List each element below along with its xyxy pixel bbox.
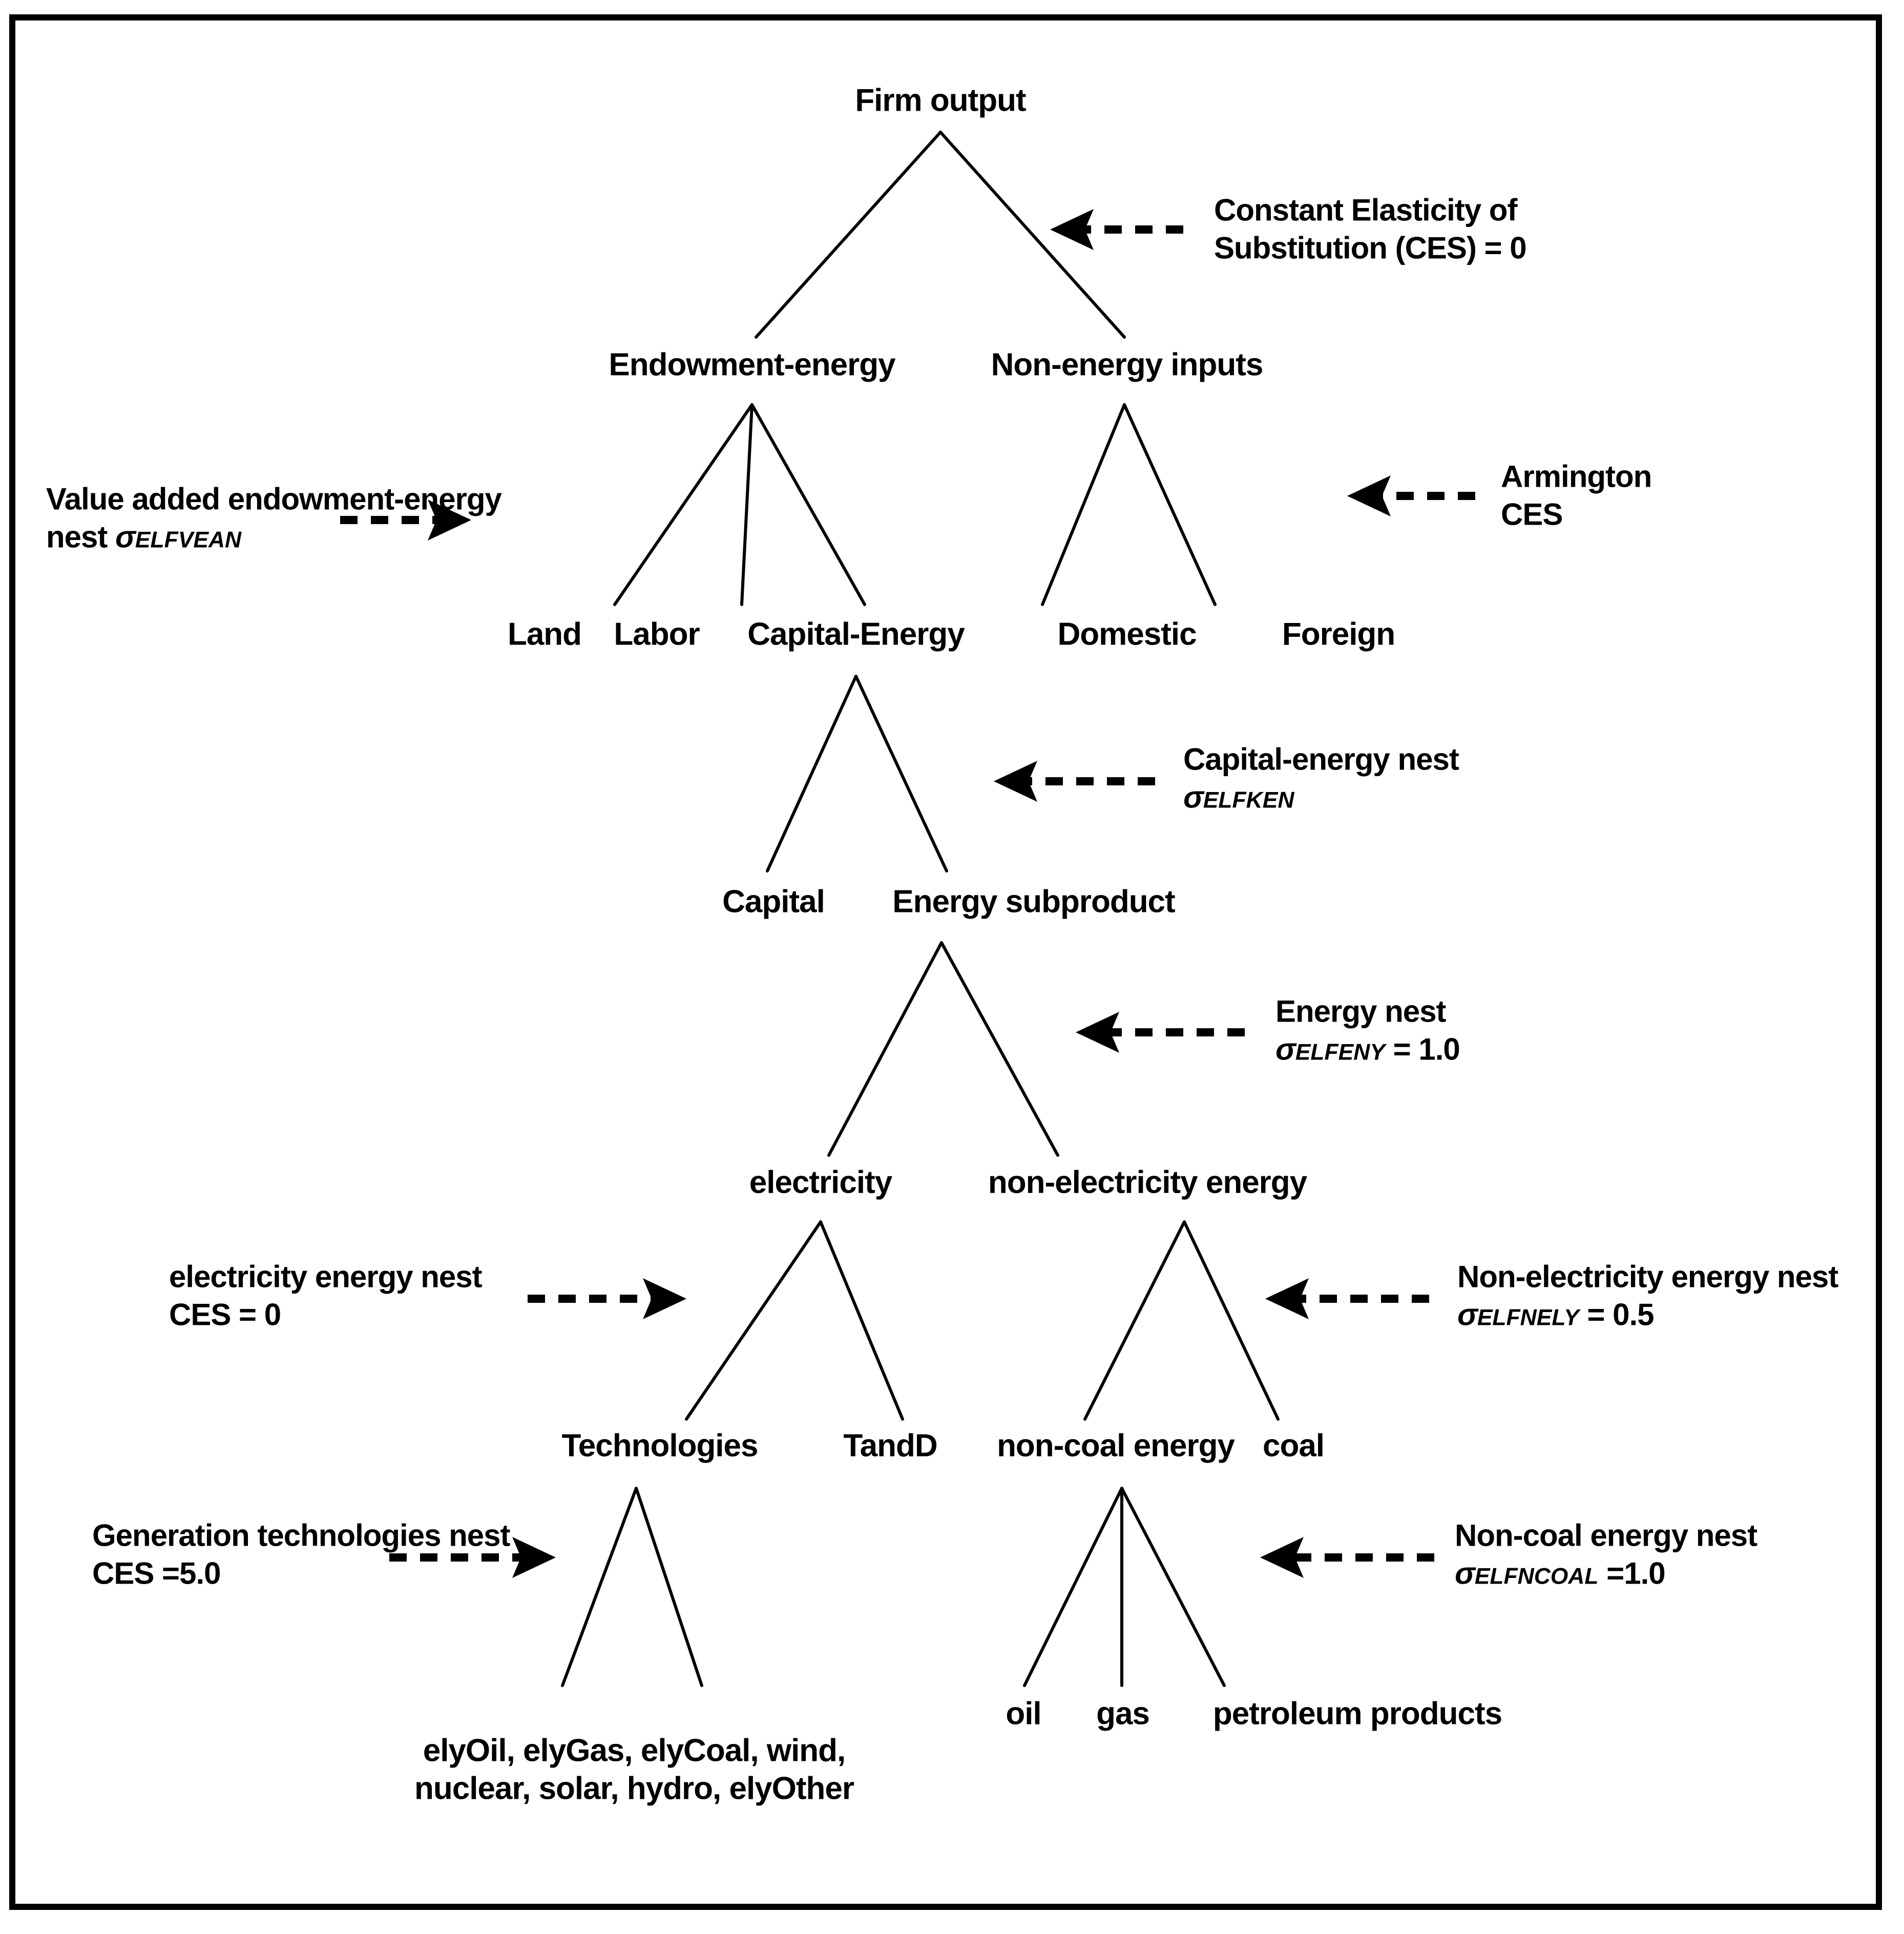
annotation-capital-energy-line-1: Capital-energy nest (1183, 742, 1459, 777)
non-electricity-value: = 0.5 (1579, 1298, 1654, 1332)
node-capital-energy[interactable]: Capital-Energy (747, 616, 965, 652)
annotation-electricity-nest-line-1: electricity energy nest (169, 1259, 483, 1294)
node-domestic[interactable]: Domestic (1057, 616, 1197, 652)
sigma-symbol: σ (1275, 1032, 1296, 1067)
non-coal-subscript: ELFNCOAL (1474, 1564, 1599, 1589)
non-coal-value: =1.0 (1598, 1556, 1665, 1591)
annotation-energy-nest-line-2: σELFENY = 1.0 (1275, 1031, 1460, 1069)
annotation-armington-line-1: Armington (1501, 459, 1652, 494)
node-tandd[interactable]: TandD (843, 1428, 937, 1464)
node-endowment-energy[interactable]: Endowment-energy (609, 347, 895, 383)
annotation-non-electricity-nest: Non-electricity energy nest σELFNELY = 0… (1457, 1258, 1838, 1335)
annotation-generation-nest-line-1: Generation technologies nest (92, 1518, 510, 1553)
annotation-armington: Armington CES (1501, 458, 1652, 534)
annotation-non-coal-nest: Non-coal energy nest σELFNCOAL =1.0 (1455, 1517, 1757, 1593)
annotation-value-added: Value added endowment-energy nest σELFVE… (46, 481, 502, 557)
non-electricity-subscript: ELFNELY (1477, 1305, 1579, 1330)
annotation-value-added-line-1: Value added endowment-energy (46, 482, 502, 516)
sigma-symbol: σ (1455, 1556, 1475, 1591)
annotation-energy-nest: Energy nest σELFENY = 1.0 (1275, 993, 1460, 1069)
annotation-ces-top-line-1: Constant Elasticity of (1214, 193, 1517, 227)
node-non-coal-energy[interactable]: non-coal energy (997, 1428, 1235, 1464)
annotation-non-coal-line-1: Non-coal energy nest (1455, 1518, 1757, 1553)
node-gas[interactable]: gas (1096, 1696, 1150, 1732)
node-electricity[interactable]: electricity (749, 1164, 893, 1200)
energy-nest-subscript: ELFENY (1295, 1040, 1385, 1065)
annotation-electricity-nest-line-2: CES = 0 (169, 1298, 281, 1332)
annotation-electricity-nest: electricity energy nest CES = 0 (169, 1258, 483, 1335)
value-added-prefix: nest (46, 520, 116, 554)
annotation-non-electricity-line-1: Non-electricity energy nest (1457, 1259, 1838, 1294)
technology-list-line-2: nuclear, solar, hydro, elyOther (414, 1771, 854, 1806)
node-labor[interactable]: Labor (614, 616, 700, 652)
node-coal[interactable]: coal (1262, 1428, 1325, 1464)
annotation-value-added-line-2: nest σELFVEAN (46, 518, 501, 556)
capital-energy-subscript: ELFKEN (1203, 788, 1294, 813)
sigma-symbol: σ (1183, 780, 1204, 815)
sigma-symbol: σ (1457, 1298, 1478, 1332)
node-technologies[interactable]: Technologies (561, 1428, 758, 1464)
annotation-ces-top: Constant Elasticity of Substitution (CES… (1214, 192, 1527, 268)
energy-nest-value: = 1.0 (1385, 1032, 1460, 1067)
node-firm-output[interactable]: Firm output (855, 82, 1026, 118)
node-oil[interactable]: oil (1006, 1696, 1041, 1732)
annotation-non-electricity-line-2: σELFNELY = 0.5 (1457, 1296, 1838, 1334)
annotation-capital-energy-line-2: σELFKEN (1183, 779, 1459, 817)
sigma-symbol: σ (115, 520, 136, 554)
node-land[interactable]: Land (507, 616, 582, 652)
node-energy-subproduct[interactable]: Energy subproduct (892, 884, 1175, 920)
annotation-generation-nest: Generation technologies nest CES =5.0 (92, 1517, 510, 1593)
value-added-subscript: ELFVEAN (135, 528, 242, 553)
annotation-capital-energy-nest: Capital-energy nest σELFKEN (1183, 741, 1459, 817)
node-petroleum-products[interactable]: petroleum products (1212, 1696, 1502, 1732)
node-capital[interactable]: Capital (722, 884, 825, 920)
annotation-armington-line-2: CES (1501, 497, 1563, 532)
annotation-ces-top-line-2: Substitution (CES) = 0 (1214, 231, 1527, 265)
node-technology-list[interactable]: elyOil, elyGas, elyCoal, wind, nuclear, … (414, 1732, 854, 1808)
annotation-energy-nest-line-1: Energy nest (1275, 994, 1446, 1029)
technology-list-line-1: elyOil, elyGas, elyCoal, wind, (423, 1733, 846, 1769)
node-foreign[interactable]: Foreign (1282, 616, 1395, 652)
annotation-generation-nest-line-2: CES =5.0 (92, 1556, 221, 1591)
node-non-energy-inputs[interactable]: Non-energy inputs (991, 347, 1264, 383)
diagram-border (9, 14, 1882, 1910)
annotation-non-coal-line-2: σELFNCOAL =1.0 (1455, 1555, 1757, 1593)
node-non-electricity-energy[interactable]: non-electricity energy (988, 1164, 1307, 1200)
